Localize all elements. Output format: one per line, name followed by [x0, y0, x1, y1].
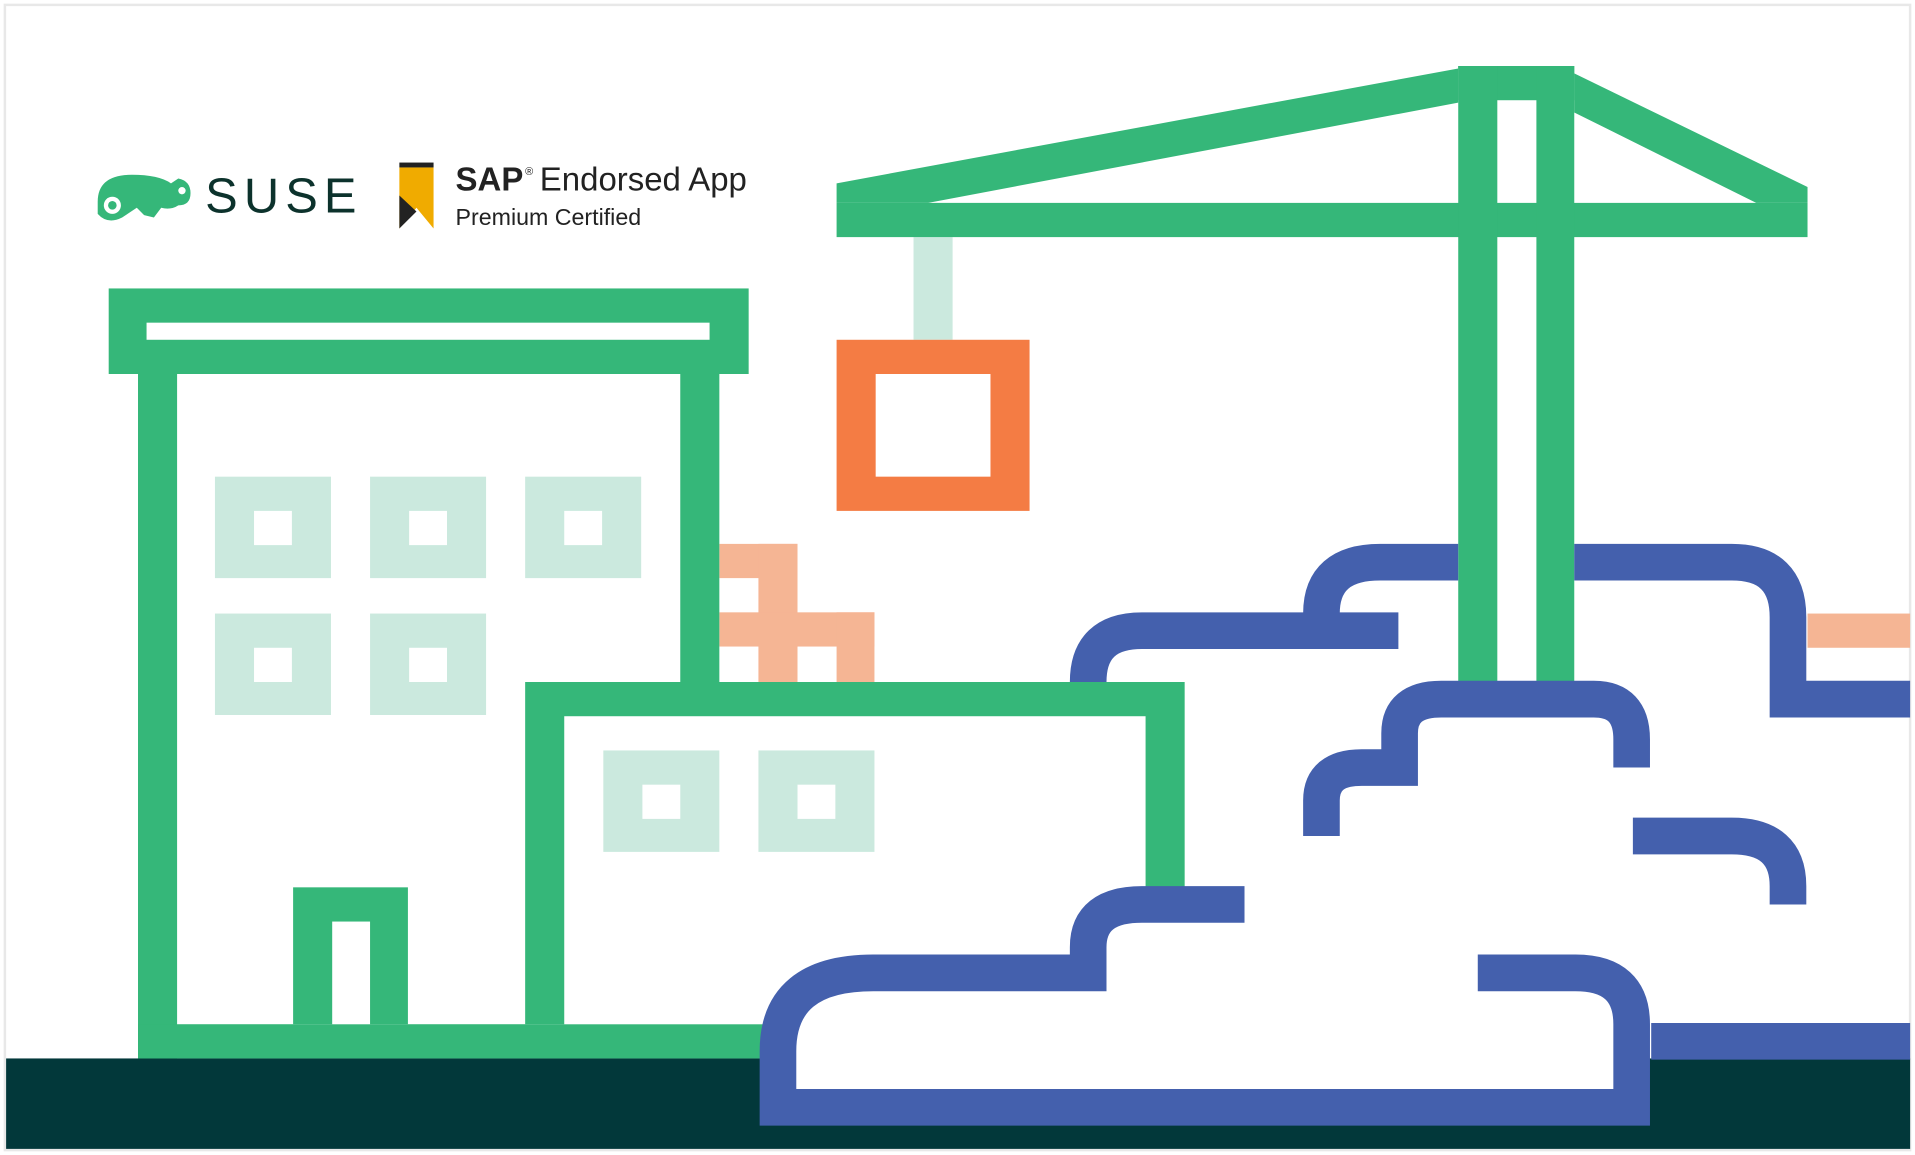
sap-title: Endorsed App [540, 161, 747, 198]
sap-brand: SAP [456, 161, 524, 198]
tall-building [108, 288, 774, 1059]
ribbon-badge-icon [399, 162, 434, 229]
chameleon-icon [97, 174, 191, 221]
sap-subtitle: Premium Certified [456, 204, 642, 230]
suse-logo: SUSE [97, 170, 362, 224]
sap-registered: ® [525, 166, 533, 178]
crane [836, 66, 1808, 682]
hanging-crate [836, 339, 1030, 511]
sap-logo: SAP ® Endorsed App Premium Certified [399, 161, 747, 230]
clouds [759, 543, 1911, 1126]
scaffolding [719, 543, 1911, 682]
suse-wordmark: SUSE [205, 170, 362, 224]
